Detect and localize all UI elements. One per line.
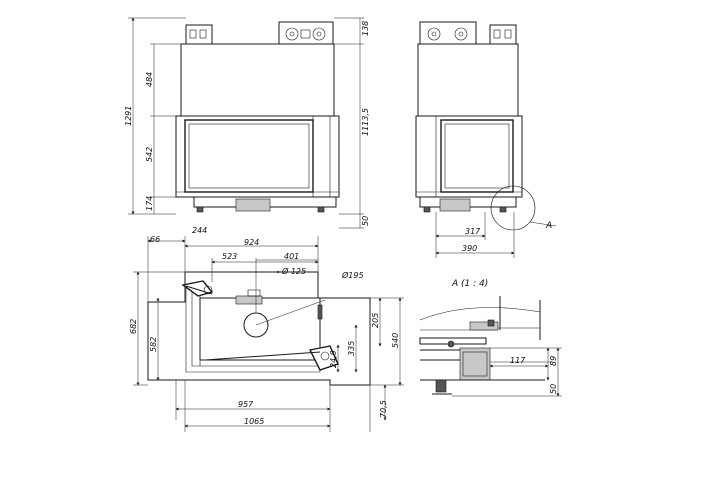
dim-582: 582: [149, 337, 158, 352]
detail-a-view: [419, 296, 562, 397]
dim-249: 24,9: [329, 350, 338, 368]
front-hood: [180, 43, 335, 117]
dim-484: 484: [145, 72, 154, 87]
front-connector-right: [278, 21, 334, 45]
front-connector-left: [185, 24, 213, 45]
detail-a-foot-block: [459, 347, 491, 381]
dim-523: 523: [222, 252, 237, 261]
dim-205: 205: [371, 313, 380, 328]
plan-view: [133, 236, 404, 432]
dim-138: 138: [361, 21, 370, 36]
dim-924: 924: [244, 238, 259, 247]
side-connector-left: [419, 21, 477, 45]
dim-174: 174: [145, 196, 154, 211]
dim-317: 317: [465, 227, 481, 236]
callout-a-label: A: [545, 221, 552, 231]
detail-a-bracket: [469, 321, 499, 331]
dim-540: 540: [391, 333, 400, 348]
dim-390: 390: [462, 244, 477, 253]
dim-50: 50: [361, 216, 370, 226]
side-connector-right: [489, 24, 517, 45]
dim-542: 542: [145, 147, 154, 162]
side-hood: [417, 43, 519, 117]
dim-957: 957: [238, 400, 254, 409]
detail-a-title: A (1 : 4): [451, 279, 488, 289]
dim-117: 117: [510, 356, 526, 365]
dim-705: 70,5: [379, 400, 388, 418]
plan-flue-circle: [243, 312, 269, 338]
front-view: [128, 17, 364, 229]
front-ash-tray: [235, 198, 271, 212]
dim-401: 401: [284, 252, 299, 261]
dim-682: 682: [129, 319, 138, 334]
dim-335: 335: [347, 341, 356, 356]
dim-1113: 1113,5: [361, 108, 370, 136]
dim-1291: 1291: [124, 106, 133, 126]
dim-89: 89: [549, 356, 558, 366]
detail-a-leveling-foot: [435, 379, 447, 393]
dim-66: 66: [150, 235, 160, 244]
dim-50b: 50: [549, 384, 558, 394]
dim-d195: Ø195: [341, 270, 364, 280]
front-glass: [184, 119, 314, 193]
plan-body: [199, 297, 321, 361]
dim-d125: Ø 125: [281, 266, 306, 276]
dim-1065: 1065: [244, 417, 264, 426]
side-glass: [440, 119, 514, 193]
dim-244: 244: [192, 226, 207, 235]
side-view: [415, 21, 557, 258]
detail-a-callout-circle: [490, 185, 536, 231]
